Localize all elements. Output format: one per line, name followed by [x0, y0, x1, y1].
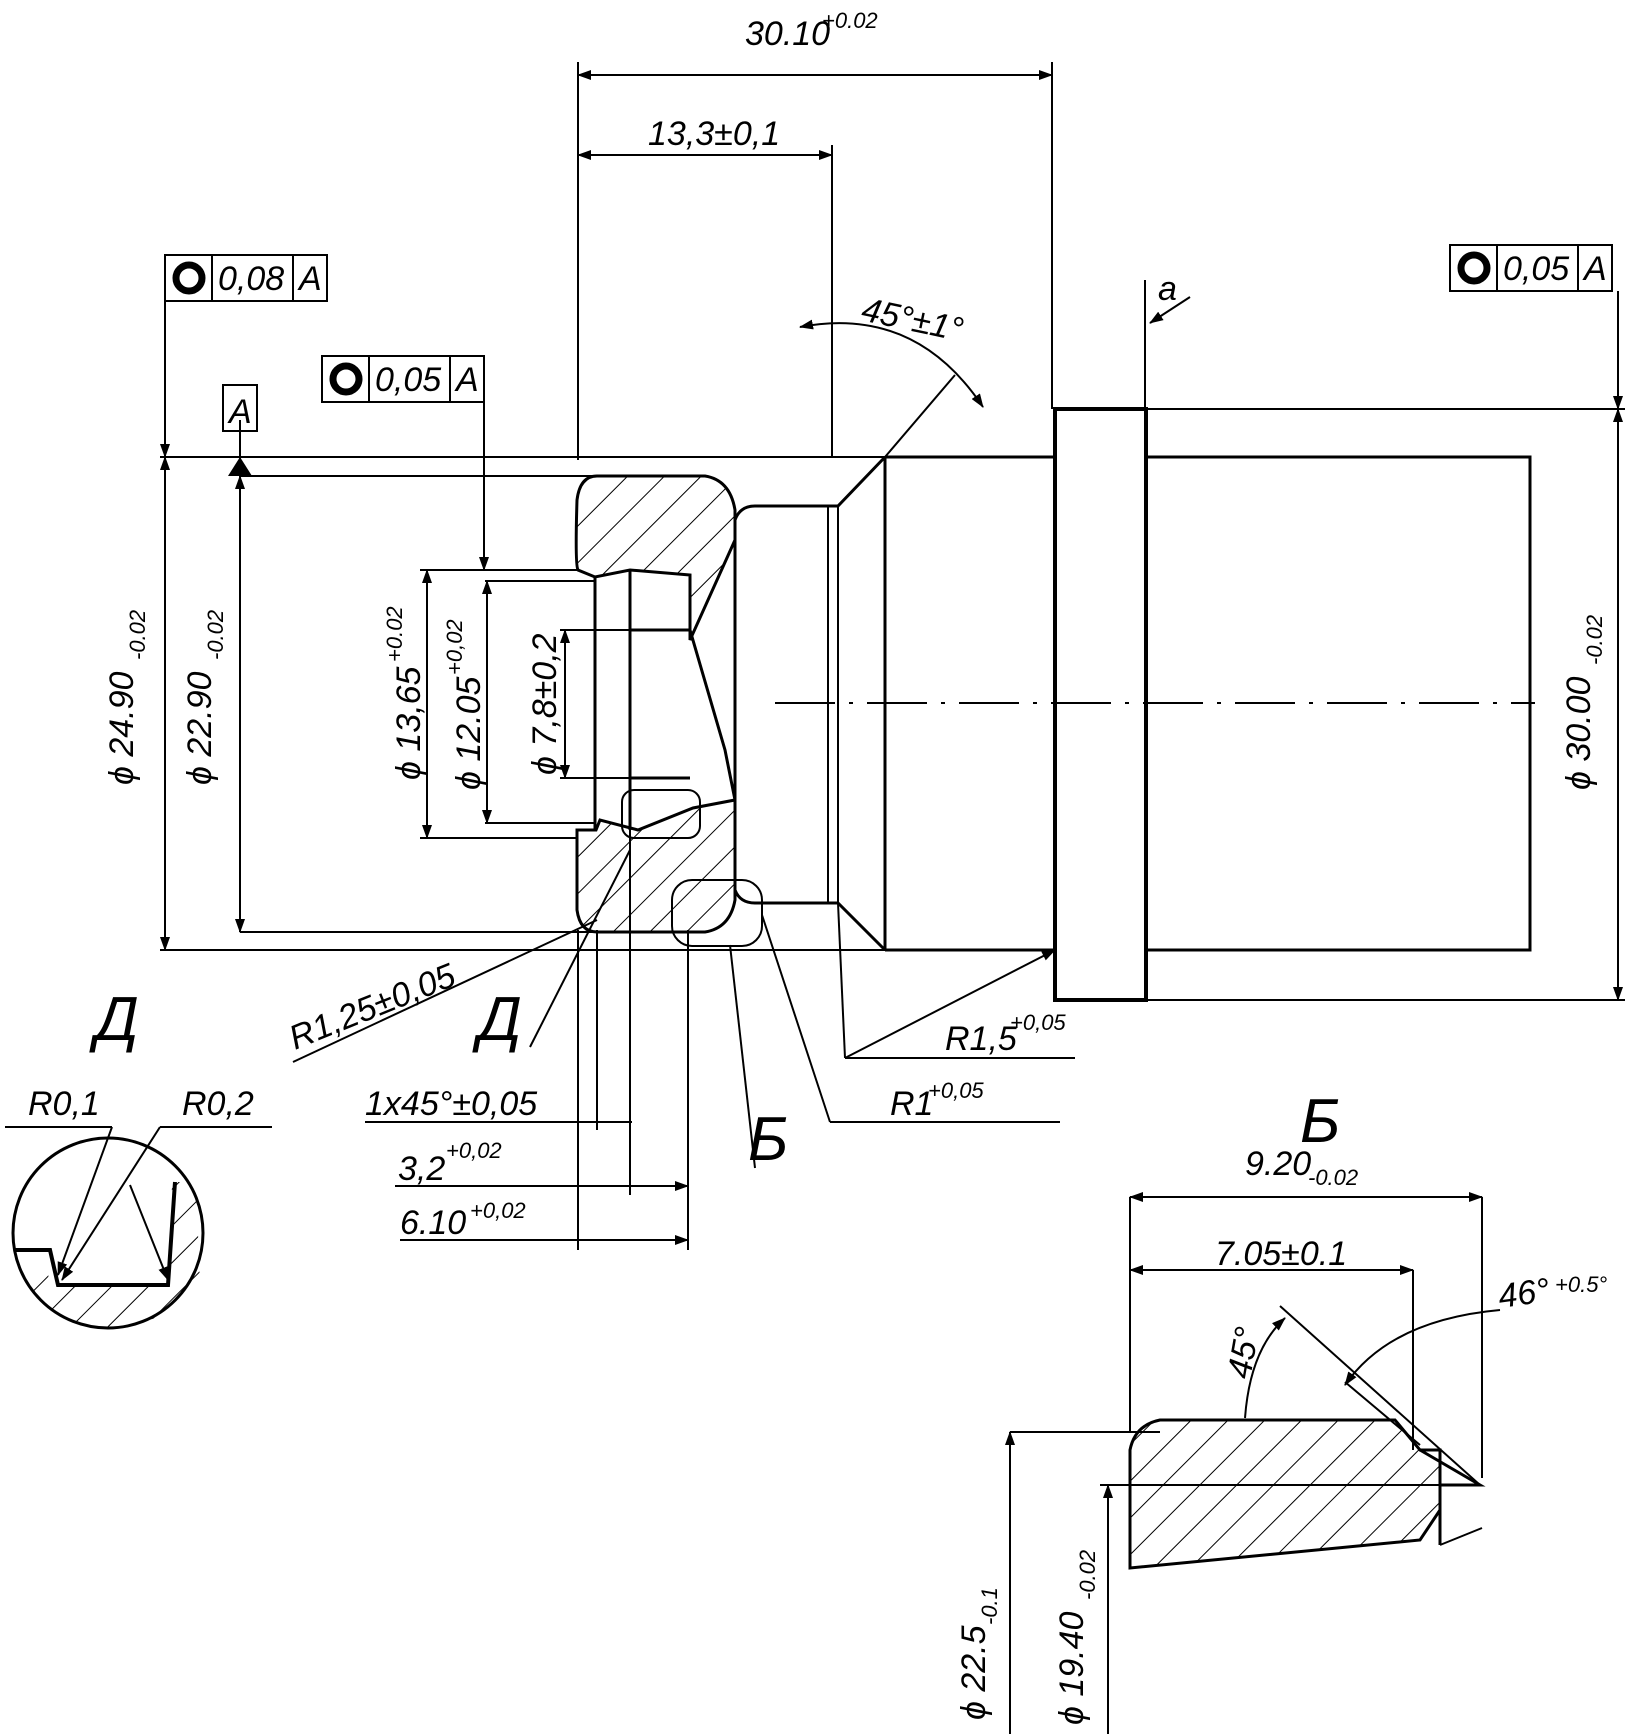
fcf-2: 0,05 A	[321, 355, 489, 571]
datum-a-triangle	[228, 457, 252, 476]
detail-b-d194-base: ϕ 19.40	[1053, 1611, 1091, 1725]
dim-d22-tol: -0.02	[203, 610, 228, 660]
dim-d13-base: ϕ 13,65	[390, 666, 428, 780]
leader-r15	[844, 949, 1056, 1059]
fcf-1-datum: A	[297, 260, 322, 298]
fcf-2-datum: A	[454, 361, 479, 399]
fcf-2-value: 0,05	[375, 361, 441, 399]
detail-b-angle-line	[1279, 1305, 1481, 1486]
head-section-upper	[574, 474, 737, 641]
b-detail-callout-frame	[671, 879, 763, 947]
detail-b: Б 9.20 -0.02 7.05±0.1 45° 46° +0.5° ϕ 22…	[955, 1087, 1607, 1734]
fcf-3: 0,05 A	[1449, 244, 1623, 410]
datum-a-box	[222, 384, 258, 432]
detail-b-d225-base: ϕ 22.5	[955, 1625, 993, 1720]
dim-d24-base: ϕ 24.90	[103, 671, 141, 785]
dim-30-tol: +0.02	[822, 8, 878, 33]
detail-d: Д R0,1 R0,2	[5, 985, 272, 1330]
detail-b-arc-46	[1344, 1309, 1501, 1386]
fcf-1-value: 0,08	[218, 260, 284, 298]
flange	[1053, 407, 1148, 1002]
detail-d-r02: R0,2	[182, 1085, 254, 1123]
dim-d30-tol: -0.02	[1582, 615, 1607, 665]
dim-r125: R1,25±0,05	[284, 956, 461, 1057]
view-label-b-main: Б	[748, 1105, 788, 1174]
view-label-d-detail: Д	[89, 985, 139, 1054]
detail-b-920-tol: -0.02	[1308, 1165, 1358, 1190]
head-section-lower	[575, 798, 737, 934]
surface-a-leader	[1149, 296, 1191, 324]
angle-leader-45	[884, 374, 956, 458]
view-label-b-detail: Б	[1300, 1087, 1340, 1156]
circularity-icon	[329, 362, 363, 396]
rear-shaft	[1146, 455, 1532, 952]
detail-d-hatch	[30, 1182, 200, 1328]
detail-b-angle46-base: 46°	[1496, 1271, 1552, 1316]
dim-d7: ϕ 7,8±0,2	[526, 633, 564, 775]
detail-d-r01: R0,1	[28, 1085, 100, 1123]
detail-b-d194-tol: -0.02	[1075, 1550, 1100, 1600]
dim-30-base: 30.10	[745, 15, 830, 53]
circularity-icon	[172, 261, 206, 295]
leader-d-view	[529, 849, 631, 1048]
main-labels: 30.10 +0.02 13,3±0,1 45°±1° a ϕ 24.90 -0…	[103, 8, 1607, 1242]
dim-610-tol: +0,02	[470, 1198, 526, 1223]
dim-d12-base: ϕ 12.05	[450, 676, 488, 790]
dim-610-base: 6.10	[400, 1204, 466, 1242]
dim-d30-base: ϕ 30.00	[1560, 676, 1598, 790]
surface-a-label: a	[1158, 270, 1177, 308]
leader-b-view	[729, 944, 756, 1169]
fcf-1: 0,08 A	[160, 254, 328, 458]
datum-a-label: A	[227, 393, 252, 431]
dim-chamfer: 1x45°±0,05	[365, 1085, 537, 1123]
detail-b-section	[1128, 1418, 1442, 1570]
cone-top	[755, 455, 887, 508]
detail-d-leader-3	[129, 1184, 169, 1281]
detail-b-angle-leader	[1344, 1381, 1421, 1446]
leader-r125	[292, 919, 598, 1063]
undercut-pocket	[621, 789, 701, 839]
neck	[733, 504, 756, 905]
dim-r15-base: R1,5	[945, 1020, 1017, 1058]
detail-b-d225-tol: -0.1	[977, 1587, 1002, 1625]
circularity-icon	[1457, 251, 1491, 285]
dim-r15-tol: +0,05	[1010, 1010, 1066, 1035]
dim-32-tol: +0,02	[446, 1138, 502, 1163]
leader-r1	[761, 914, 831, 1123]
cone-bottom	[755, 901, 887, 952]
fcf-3-datum: A	[1582, 250, 1607, 288]
detail-b-angle46-tol: +0.5°	[1555, 1272, 1607, 1297]
detail-b-arc-45	[1244, 1317, 1286, 1419]
dim-d12-tol: +0,02	[442, 619, 467, 675]
detail-b-920-base: 9.20	[1245, 1145, 1311, 1183]
detail-b-angle45: 45°	[1220, 1324, 1266, 1381]
detail-d-profile	[15, 1181, 177, 1287]
leader-r15b	[837, 902, 846, 1059]
dim-d24-tol: -0.02	[125, 610, 150, 660]
detail-d-r02-leader	[61, 1126, 161, 1281]
main-view: A 0,08 A 0,05 A 0,05 A	[160, 62, 1625, 1250]
dim-13: 13,3±0,1	[648, 115, 780, 153]
dim-r1-base: R1	[890, 1085, 933, 1123]
detail-d-r01-leader	[57, 1126, 113, 1276]
detail-b-taper	[1439, 1527, 1483, 1546]
dim-d22-base: ϕ 22.90	[181, 671, 219, 785]
dim-32-base: 3,2	[398, 1150, 445, 1188]
detail-b-705: 7.05±0.1	[1215, 1235, 1347, 1273]
dim-r1-tol: +0,05	[928, 1078, 984, 1103]
angle-arc-45	[799, 319, 984, 408]
fcf-3-value: 0,05	[1503, 250, 1569, 288]
dim-d13-tol: +0.02	[382, 606, 407, 662]
view-label-d-main: Д	[472, 985, 522, 1054]
